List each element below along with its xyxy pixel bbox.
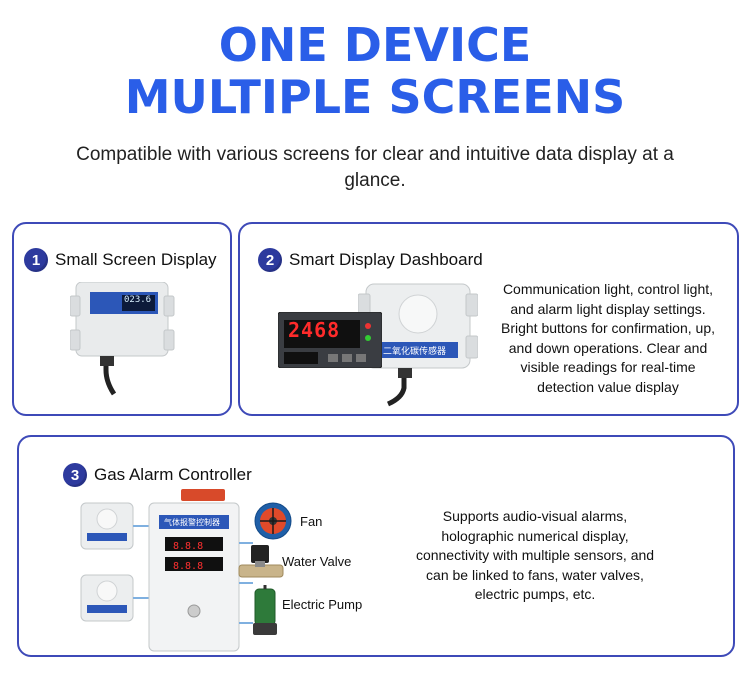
panel-title: 3 Gas Alarm Controller bbox=[63, 463, 252, 487]
number-badge: 1 bbox=[24, 248, 48, 272]
number-badge: 3 bbox=[63, 463, 87, 487]
panel-title: 1 Small Screen Display bbox=[24, 248, 217, 272]
headline-line-1: ONE DEVICE bbox=[218, 18, 532, 72]
panel-title-text: Smart Display Dashboard bbox=[289, 250, 483, 269]
co2-sensor-image bbox=[358, 283, 478, 407]
smart-meter-image bbox=[278, 312, 382, 368]
panel-description: Communication light, control light, and … bbox=[501, 281, 715, 395]
svg-text:8.8.8: 8.8.8 bbox=[173, 561, 203, 572]
fan-icon bbox=[254, 502, 292, 540]
headline-line-2: MULTIPLE SCREENS bbox=[124, 70, 626, 124]
peripheral-label-water-valve: Water Valve bbox=[282, 554, 352, 569]
peripheral-label-electric-pump: Electric Pump bbox=[282, 597, 363, 612]
co2-sensor-label: 二氧化碳传感器 bbox=[383, 346, 447, 356]
small-screen-reading: 023.6 bbox=[124, 295, 152, 305]
panel-gas-alarm-controller: 3 Gas Alarm Controller 8.8.8 8.8.8 气体报警控… bbox=[17, 435, 735, 657]
panel-title-text: Small Screen Display bbox=[55, 250, 217, 269]
panel-description: Supports audio-visual alarms, holographi… bbox=[415, 508, 655, 602]
number-badge: 2 bbox=[258, 248, 282, 272]
panel-title-text: Gas Alarm Controller bbox=[94, 465, 252, 484]
panel-small-screen-display: 1 Small Screen Display 023.6 bbox=[12, 222, 232, 416]
svg-text:8.8.8: 8.8.8 bbox=[173, 541, 203, 552]
subtitle: Compatible with various screens for clea… bbox=[76, 144, 674, 191]
panel-title: 2 Smart Display Dashboard bbox=[258, 248, 483, 272]
small-screen-sensor-image bbox=[70, 282, 175, 396]
meter-reading: 2468 bbox=[288, 318, 341, 342]
electric-pump-icon bbox=[253, 585, 277, 635]
panel-smart-display-dashboard: 2 Smart Display Dashboard 二氧化碳传感器 2468 C… bbox=[238, 222, 739, 416]
peripheral-label-fan: Fan bbox=[300, 514, 323, 529]
water-valve-icon bbox=[238, 545, 284, 578]
controller-label: 气体报警控制器 bbox=[164, 518, 220, 527]
alarm-system-image: 8.8.8 8.8.8 bbox=[80, 489, 253, 652]
